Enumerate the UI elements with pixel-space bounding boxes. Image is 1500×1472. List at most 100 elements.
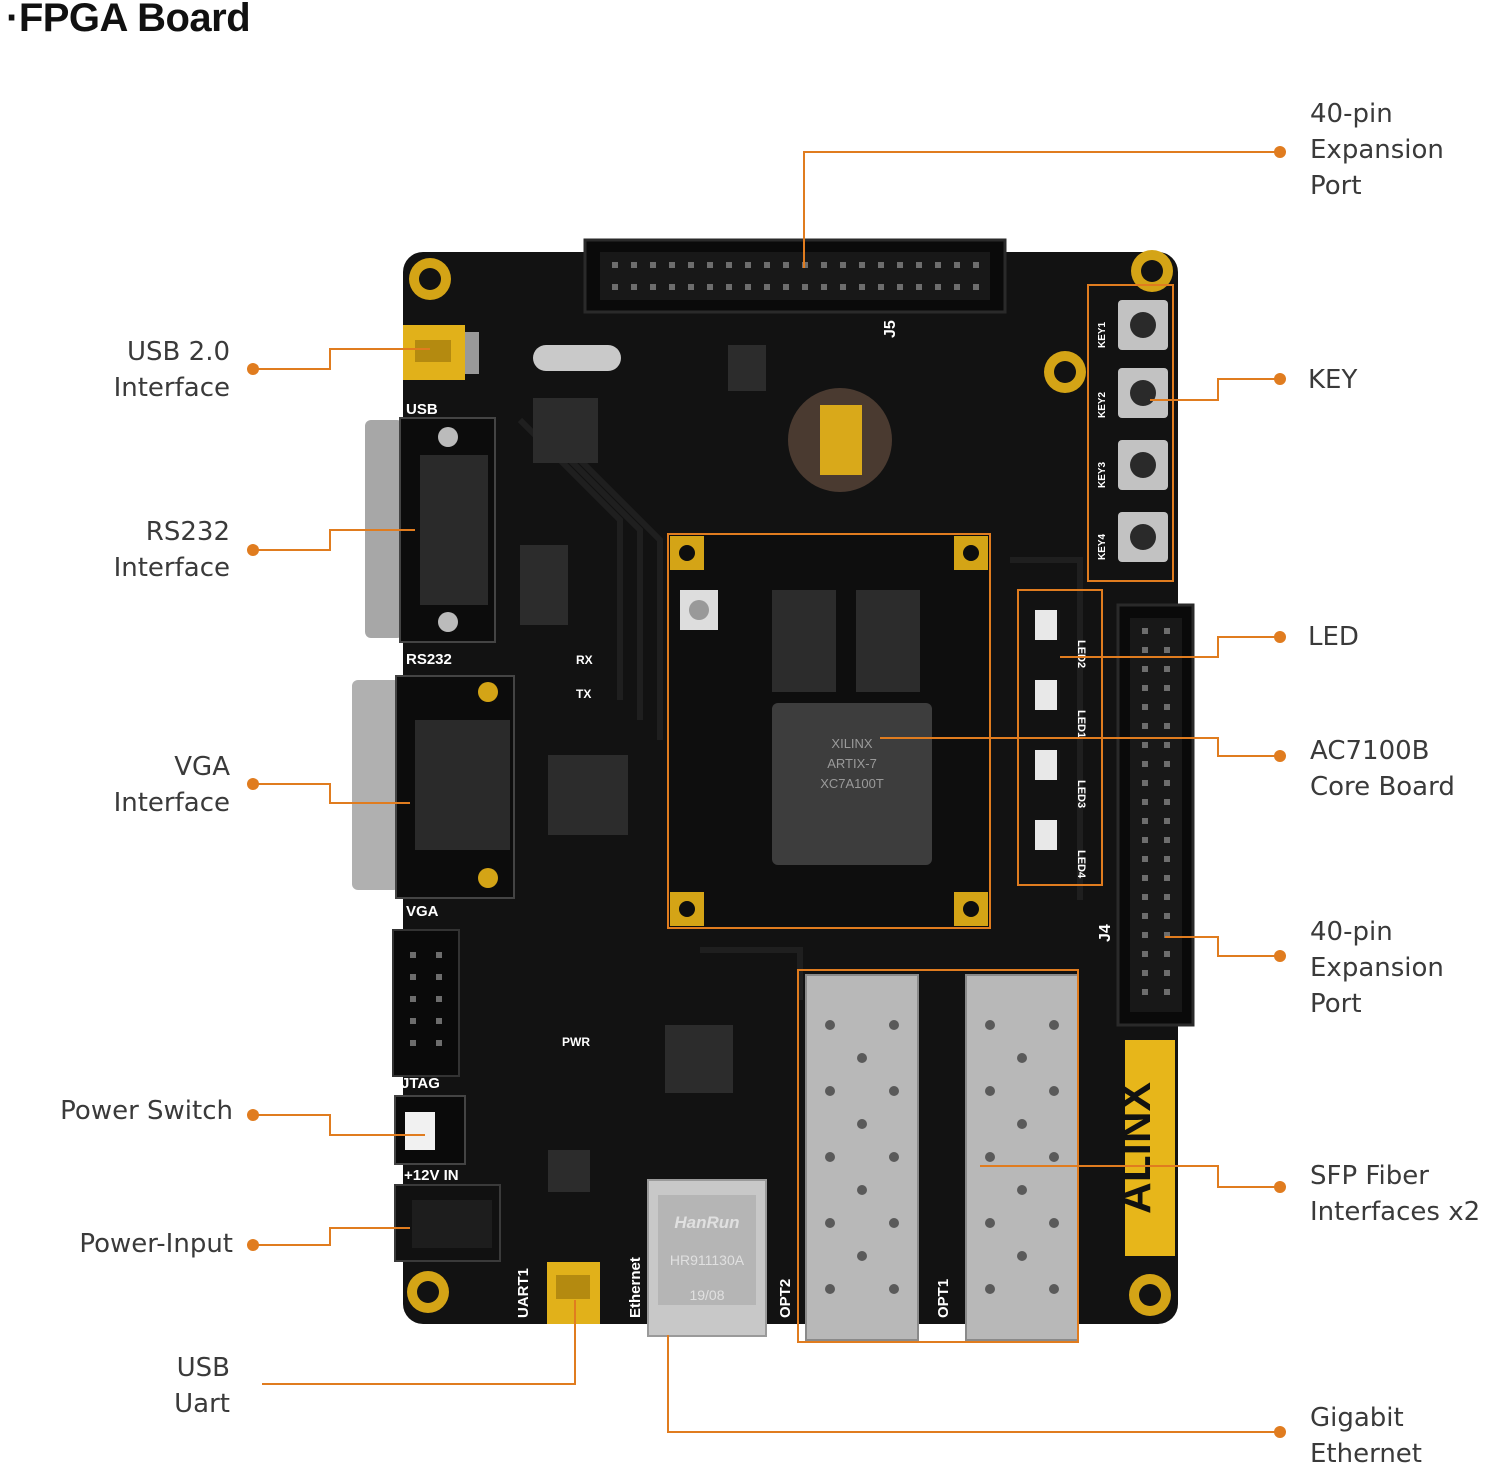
sfp-vent-hole — [985, 1152, 995, 1162]
header-pin — [1164, 856, 1170, 862]
sfp-vent-hole — [1049, 1086, 1059, 1096]
label-sfp-fiber: SFP Fiber Interfaces x2 — [1310, 1161, 1481, 1227]
header-pin — [612, 284, 618, 290]
jtag-pin — [436, 952, 442, 958]
jtag-pin — [410, 1040, 416, 1046]
header-pin — [973, 284, 979, 290]
sfp-vent-hole — [825, 1284, 835, 1294]
header-pin — [878, 262, 884, 268]
header-pin — [612, 262, 618, 268]
sfp-vent-hole — [1017, 1053, 1027, 1063]
label-key: KEY — [1308, 365, 1358, 395]
header-pin — [878, 284, 884, 290]
header-pin — [897, 284, 903, 290]
header-pin — [1164, 989, 1170, 995]
sfp-vent-hole — [985, 1284, 995, 1294]
header-pin — [707, 284, 713, 290]
header-pin — [859, 262, 865, 268]
sfp-vent-hole — [857, 1119, 867, 1129]
header-pin — [935, 262, 941, 268]
power-switch — [394, 1095, 466, 1165]
header-pin — [1142, 818, 1148, 824]
silk-led4: LED4 — [1075, 850, 1087, 879]
header-pin — [764, 284, 770, 290]
silk-vga: VGA — [406, 903, 439, 920]
header-pin — [1142, 913, 1148, 919]
sfp-vent-hole — [1017, 1185, 1027, 1195]
led-indicators — [1035, 610, 1057, 850]
label-rs232-interface: RS232 Interface — [113, 517, 230, 583]
header-pin — [1142, 780, 1148, 786]
small-ics — [520, 345, 766, 1192]
sfp-vent-hole — [825, 1086, 835, 1096]
header-pin — [688, 262, 694, 268]
top-expansion-header — [583, 238, 1007, 314]
header-pin — [1142, 742, 1148, 748]
silk-pwr: PWR — [562, 1035, 590, 1049]
header-pin — [1142, 685, 1148, 691]
header-pin — [1142, 837, 1148, 843]
header-pin — [631, 262, 637, 268]
silk-j4: J4 — [1097, 924, 1114, 942]
header-pin — [1164, 628, 1170, 634]
label-40pin-expansion-right: 40-pin Expansion Port — [1310, 917, 1444, 1019]
silk-led2: LED2 — [1075, 640, 1087, 668]
header-pin — [650, 284, 656, 290]
silk-jtag: JTAG — [401, 1075, 440, 1092]
header-pin — [726, 284, 732, 290]
vga-connector — [352, 675, 515, 899]
eth-date: 19/08 — [689, 1287, 724, 1303]
sfp-vent-hole — [825, 1152, 835, 1162]
label-usb2-interface: USB 2.0 Interface — [113, 337, 230, 403]
jtag-pin — [410, 996, 416, 1002]
header-pin — [1164, 742, 1170, 748]
sfp-cage-2 — [805, 974, 919, 1341]
jtag-pin — [410, 952, 416, 958]
header-pin — [650, 262, 656, 268]
header-pin — [745, 284, 751, 290]
label-usb-uart: USB Uart — [174, 1353, 230, 1419]
header-pin — [707, 262, 713, 268]
header-pin — [897, 262, 903, 268]
callout-dots — [247, 146, 1286, 1438]
jtag-pin — [436, 996, 442, 1002]
sfp-vent-hole — [1049, 1152, 1059, 1162]
header-pin — [669, 284, 675, 290]
header-pin — [1142, 628, 1148, 634]
header-pin — [1142, 799, 1148, 805]
sfp-vent-hole — [1017, 1251, 1027, 1261]
jtag-pin — [436, 1040, 442, 1046]
silk-rs232: RS232 — [406, 651, 452, 668]
sfp-vent-hole — [1017, 1119, 1027, 1129]
header-pin — [669, 262, 675, 268]
silk-led1: LED1 — [1075, 710, 1087, 738]
header-pin — [745, 262, 751, 268]
header-pin — [954, 262, 960, 268]
sfp-vent-hole — [889, 1218, 899, 1228]
header-pin — [726, 262, 732, 268]
header-pin — [935, 284, 941, 290]
header-pin — [1164, 818, 1170, 824]
page-title: ·FPGA Board — [6, 0, 251, 40]
silk-key2: KEY2 — [1097, 391, 1108, 418]
sfp-vent-hole — [985, 1086, 995, 1096]
header-pin — [840, 284, 846, 290]
sfp-cage-1 — [965, 974, 1079, 1341]
header-pin — [973, 262, 979, 268]
rs232-connector — [365, 417, 496, 643]
sfp-vent-hole — [825, 1020, 835, 1030]
core-board: XILINX ARTIX-7 XC7A100T — [667, 533, 991, 929]
silk-opt2: OPT2 — [777, 1279, 794, 1318]
right-expansion-header — [1116, 603, 1195, 1027]
usb-uart-connector — [547, 1262, 600, 1324]
header-pin — [840, 262, 846, 268]
header-pin — [821, 284, 827, 290]
label-led: LED — [1308, 622, 1359, 652]
silk-key1: KEY1 — [1097, 321, 1108, 348]
header-pin — [821, 262, 827, 268]
header-pin — [1164, 761, 1170, 767]
silk-usb: USB — [406, 401, 438, 418]
header-pin — [1164, 723, 1170, 729]
header-pin — [1164, 875, 1170, 881]
